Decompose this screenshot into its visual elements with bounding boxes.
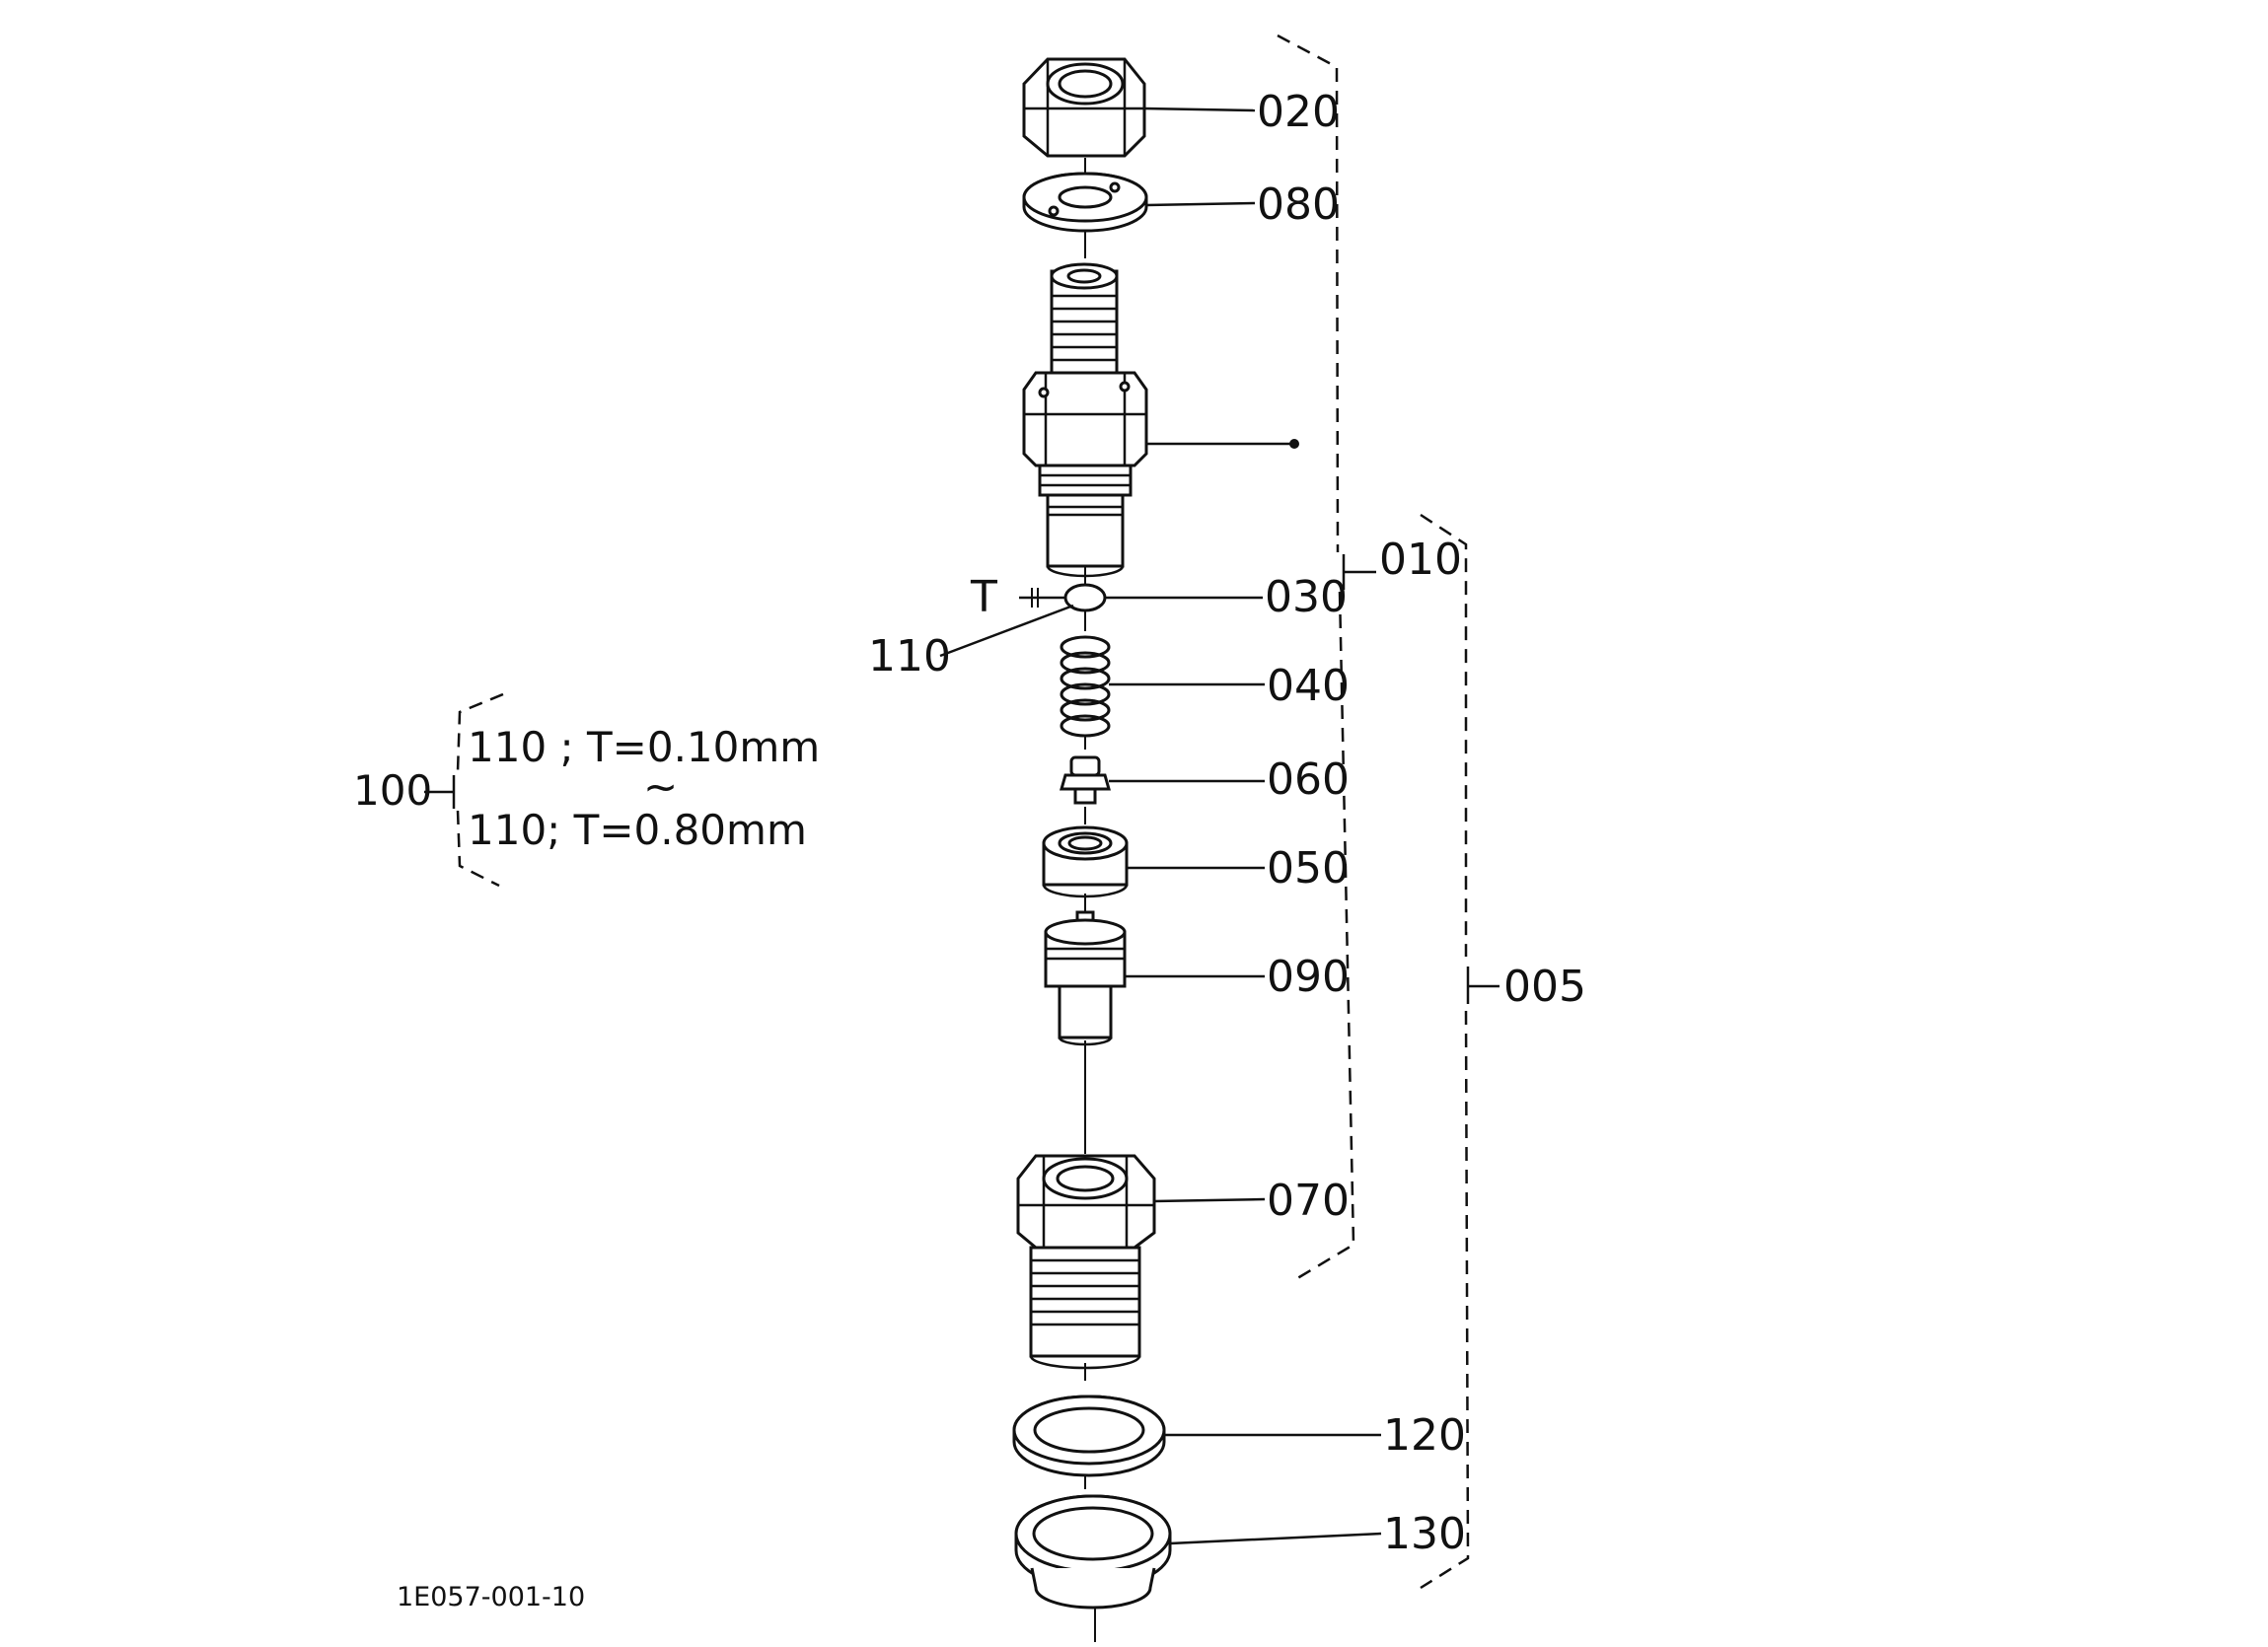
- part-050-ring: [1042, 825, 1265, 898]
- shim-last-line: 110; T=0.80mm: [468, 806, 807, 854]
- shim-first-line: 110 ; T=0.10mm: [468, 723, 820, 771]
- part-020-hex-nut: [1022, 57, 1256, 158]
- label-010: 010: [1379, 535, 1462, 585]
- bracket-010: [1277, 34, 1376, 1282]
- bracket-005: [1420, 513, 1500, 1590]
- label-120: 120: [1383, 1410, 1466, 1461]
- label-090: 090: [1267, 952, 1350, 1002]
- shim-range-symbol: ~: [643, 762, 678, 811]
- part-030-disc: [939, 583, 1263, 658]
- label-070: 070: [1267, 1176, 1350, 1226]
- label-060: 060: [1267, 754, 1350, 805]
- label-130: 130: [1383, 1509, 1466, 1559]
- label-030: 030: [1265, 572, 1348, 622]
- part-040-spring: [1060, 635, 1265, 738]
- figure-code: 1E057-001-10: [397, 1582, 585, 1612]
- part-130-collar: [1014, 1494, 1382, 1610]
- label-050: 050: [1267, 843, 1350, 894]
- shim-group-label: 100: [353, 766, 432, 815]
- part-070-holder: [1016, 1154, 1266, 1370]
- bracket-100: [424, 692, 504, 888]
- part-valve-holder: [1022, 262, 1299, 578]
- thickness-mark: T: [970, 572, 997, 622]
- part-120-washer: [1012, 1395, 1381, 1477]
- part-080-washer: [1022, 172, 1256, 233]
- part-090-delivery-valve: [1044, 910, 1265, 1046]
- label-110: 110: [868, 631, 951, 681]
- label-040: 040: [1267, 661, 1350, 711]
- label-005: 005: [1503, 962, 1586, 1012]
- part-060-valve-stop: [1060, 755, 1265, 805]
- label-020: 020: [1257, 87, 1340, 137]
- label-080: 080: [1257, 179, 1340, 230]
